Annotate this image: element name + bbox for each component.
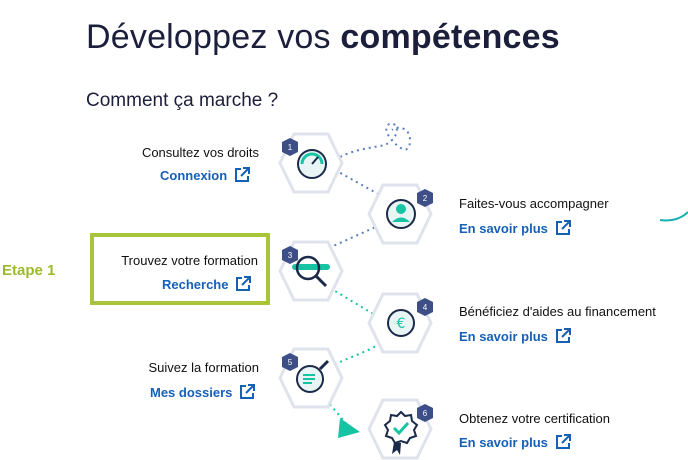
- page-title-light: Développez vos: [86, 18, 341, 56]
- step-1-hexagon: 1: [278, 132, 344, 194]
- step-2-number: 2: [423, 194, 428, 203]
- step-6-link-text: En savoir plus: [459, 434, 548, 450]
- page-title: Développez vos compétences: [86, 18, 560, 57]
- step-2-link[interactable]: En savoir plus: [459, 219, 572, 237]
- page-title-bold: compétences: [340, 18, 560, 56]
- gauge-icon: [297, 149, 327, 179]
- step-2-hexagon: 2: [367, 183, 433, 245]
- step-4-link[interactable]: En savoir plus: [459, 327, 572, 345]
- etape-1-annotation: Etape 1: [2, 262, 56, 279]
- document-pen-icon: [296, 359, 330, 393]
- step-1-number: 1: [288, 143, 293, 152]
- step-5-hexagon: 5: [278, 347, 344, 409]
- step-2-label: Faites-vous accompagner: [459, 196, 609, 211]
- external-link-icon: [555, 220, 571, 235]
- step-4-number: 4: [423, 303, 428, 312]
- step-6-link[interactable]: En savoir plus: [459, 433, 572, 451]
- step-6-hexagon: 6: [367, 398, 433, 460]
- step-4-label: Bénéficiez d'aides au financement: [459, 304, 656, 319]
- external-link-icon: [236, 276, 252, 291]
- step-4-hexagon: € 4: [367, 292, 433, 354]
- step-2-link-text: En savoir plus: [459, 220, 548, 236]
- step-1-highlight-box: [90, 233, 270, 305]
- external-link-icon: [235, 167, 251, 182]
- edge-swoosh: [659, 211, 688, 222]
- step-5-label: Suivez la formation: [148, 360, 259, 375]
- step-3-hexagon: 3: [278, 240, 344, 302]
- step-3-label: Trouvez votre formation: [121, 253, 258, 268]
- euro-coin-icon: €: [387, 309, 415, 337]
- path-1-2: [334, 169, 381, 196]
- svg-text:€: €: [397, 316, 406, 332]
- step-1-label: Consultez vos droits: [141, 145, 259, 160]
- step-3-number: 3: [288, 251, 293, 260]
- step-1-link-text: Connexion: [160, 167, 228, 183]
- step-6-number: 6: [423, 409, 428, 418]
- step-1-link[interactable]: Connexion: [160, 166, 251, 184]
- step-4-link-text: En savoir plus: [459, 328, 548, 344]
- path-4-5: [334, 339, 386, 366]
- external-link-icon: [240, 384, 256, 399]
- external-link-icon: [555, 434, 571, 449]
- certificate-badge-icon: [383, 410, 419, 455]
- arrow-head: [338, 418, 360, 438]
- page-subtitle: Comment ça marche ?: [86, 90, 279, 111]
- advisor-person-icon: [386, 199, 416, 229]
- step-5-link-text: Mes dossiers: [150, 384, 233, 400]
- path-3-4: [324, 284, 376, 316]
- step-5-number: 5: [288, 358, 293, 367]
- external-link-icon: [555, 328, 571, 343]
- step-5-link[interactable]: Mes dossiers: [150, 383, 256, 401]
- magnifier-icon: [292, 255, 330, 288]
- step-6-label: Obtenez votre certification: [459, 411, 611, 426]
- start-squiggle: [334, 122, 412, 161]
- step-3-link-text: Recherche: [162, 276, 229, 292]
- step-3-link[interactable]: Recherche: [162, 275, 252, 293]
